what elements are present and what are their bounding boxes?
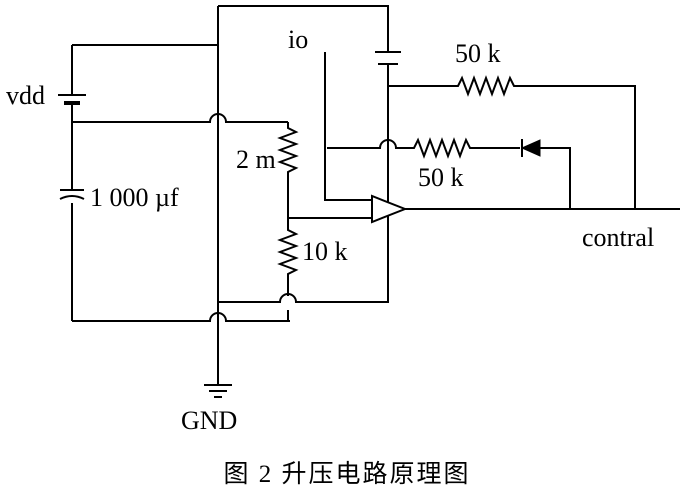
- res-2m: [277, 122, 372, 219]
- io-label: io: [288, 25, 308, 54]
- vdd-label: vdd: [6, 81, 45, 110]
- feedback-branch: [327, 137, 571, 210]
- top-switch-icon: [375, 51, 401, 300]
- return-wire: [218, 293, 389, 303]
- ground-label: GND: [181, 406, 237, 435]
- res-2m-label: 2 m: [236, 145, 276, 174]
- vdd-net-wire: [72, 113, 288, 123]
- cap-label: 1 000 µf: [90, 183, 179, 212]
- io-wire: [324, 52, 372, 201]
- res-10k-label: 10 k: [302, 237, 348, 266]
- capacitor-icon: [59, 189, 85, 200]
- figure-caption: 图 2 升压电路原理图: [223, 460, 470, 488]
- output-label: contral: [582, 223, 654, 252]
- res-50k-top: [388, 75, 636, 210]
- res-top-label: 50 k: [455, 39, 501, 68]
- res-10k: [277, 218, 299, 296]
- comparator-icon: [371, 194, 408, 224]
- ground-icon: [204, 384, 232, 398]
- diode-icon: [520, 139, 541, 157]
- top-frame-wire: [218, 5, 389, 52]
- res-feedback-label: 50 k: [418, 163, 464, 192]
- vdd-battery-icon: [58, 94, 86, 110]
